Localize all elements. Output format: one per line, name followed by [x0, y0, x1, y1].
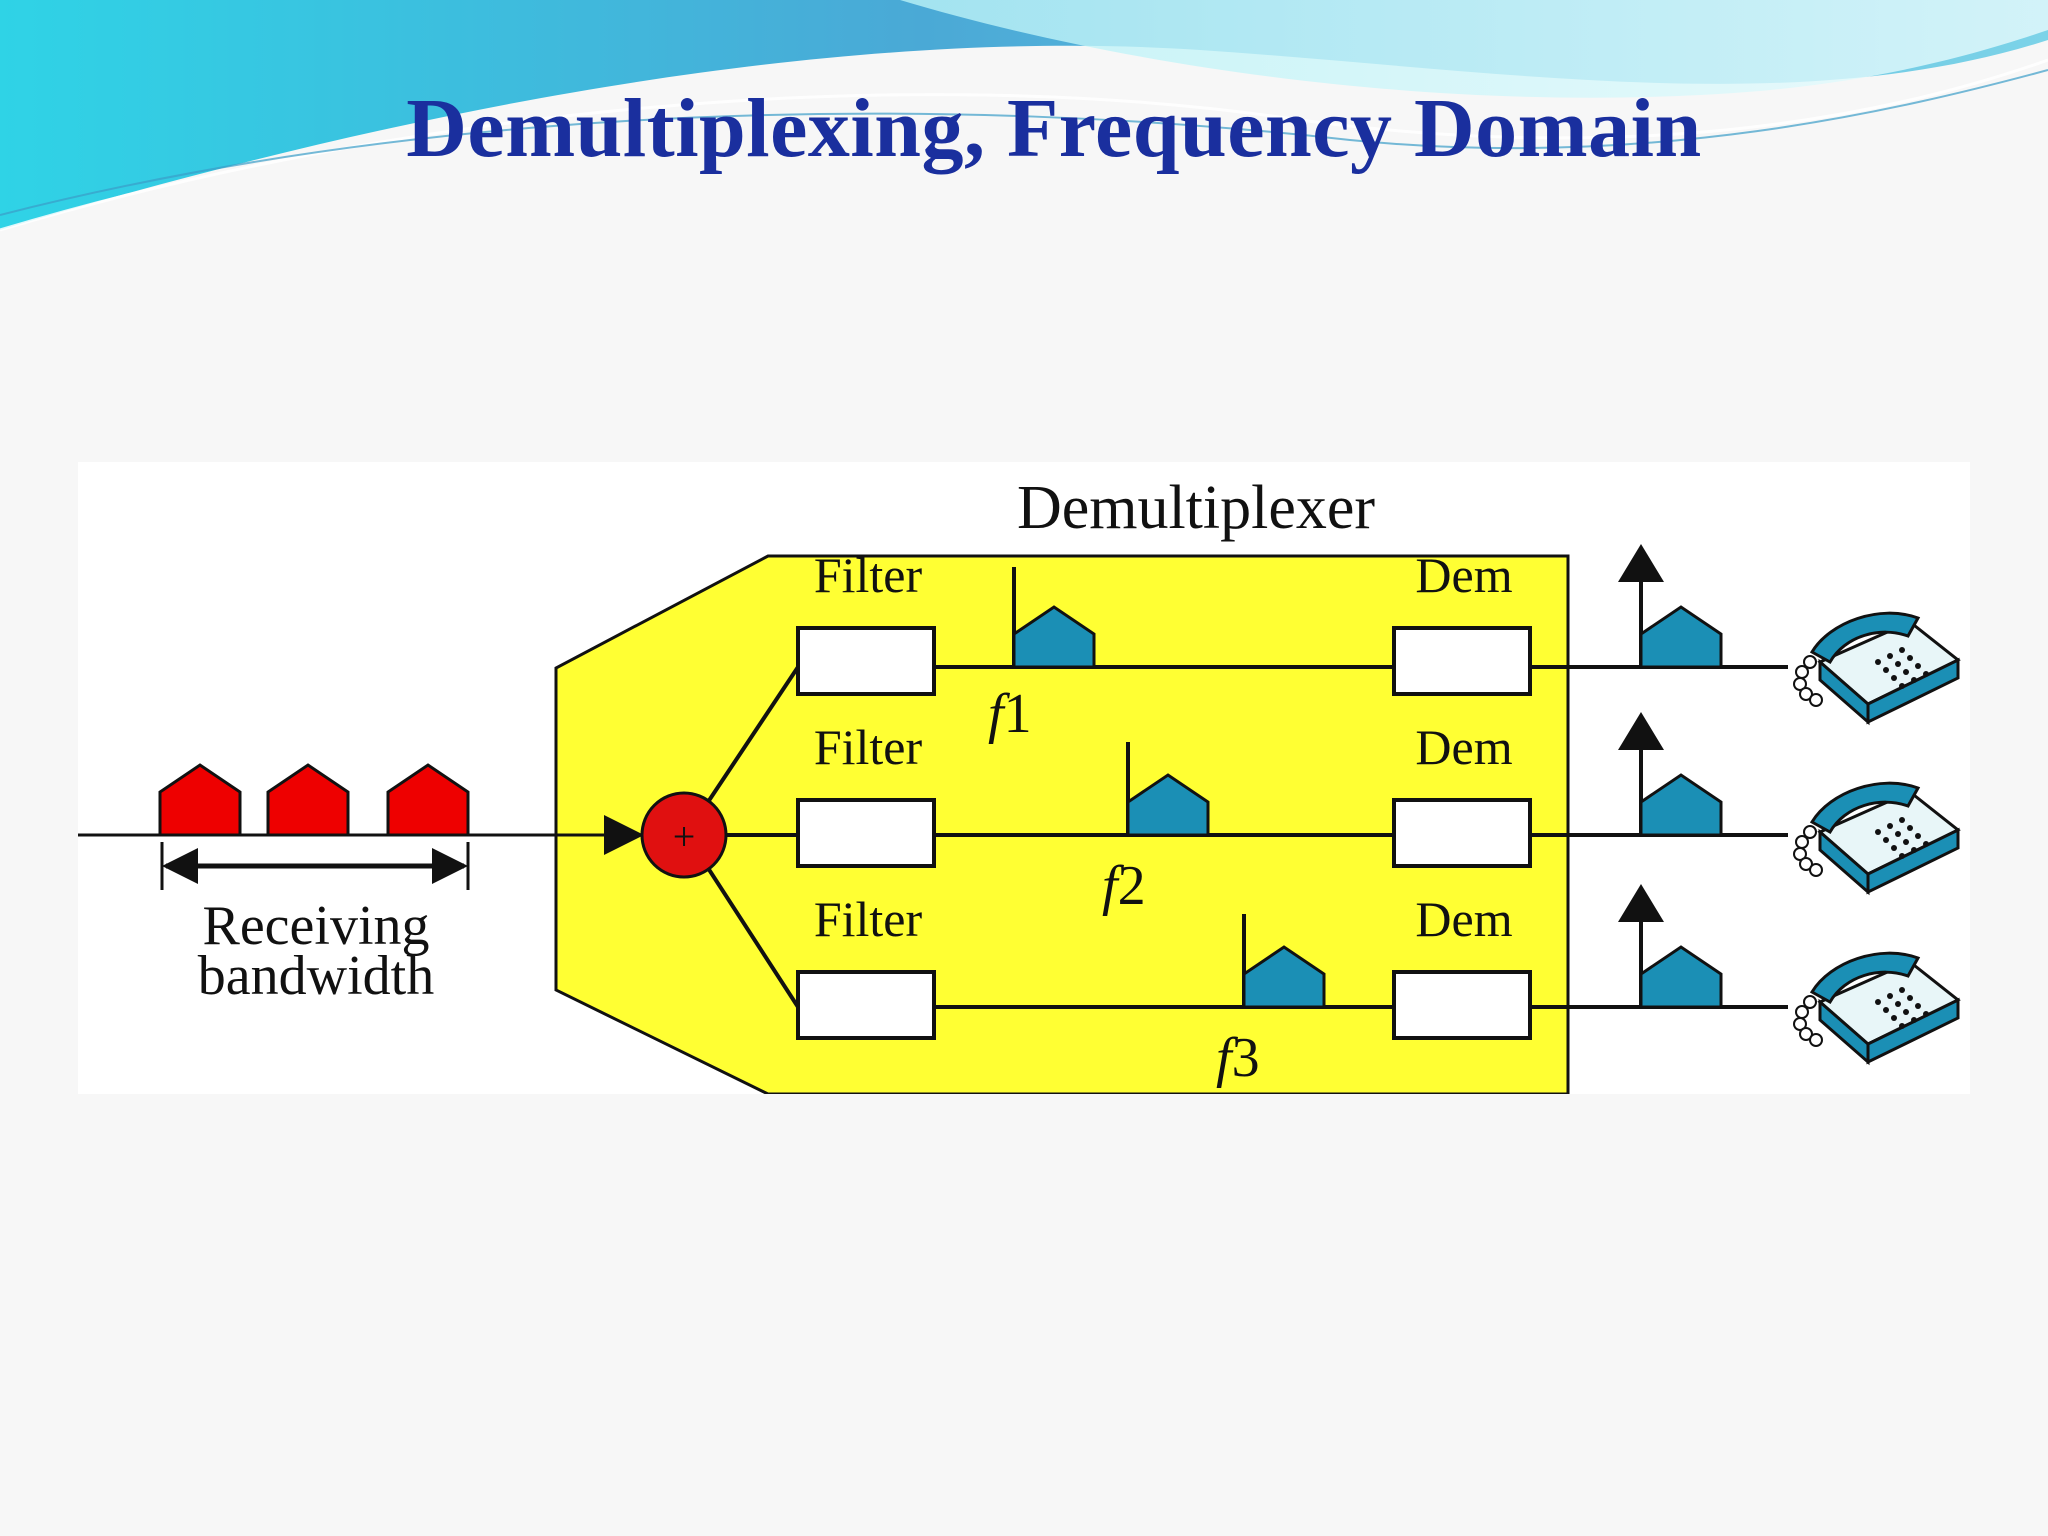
bandwidth-label: bandwidth — [198, 945, 434, 1007]
frequency-label-1: f1 — [988, 683, 1032, 745]
frequency-label-2: f2 — [1102, 855, 1146, 917]
channel-2: Filter f2 Dem — [796, 712, 1788, 917]
split-line-1 — [706, 665, 800, 804]
filter-box-2 — [796, 798, 936, 868]
demux-diagram: Demultiplexer Receiving bandwidth + Filt… — [78, 462, 1970, 1096]
dem-box-1 — [1392, 626, 1532, 696]
spectrum-icon — [1639, 605, 1723, 669]
bandwidth-arrow-left-head — [162, 848, 198, 884]
arrow-up-icon — [1618, 884, 1664, 922]
arrow-up-icon — [1618, 544, 1664, 582]
dem-box-2 — [1392, 798, 1532, 868]
demultiplexer-label: Demultiplexer — [1017, 474, 1375, 542]
bandwidth-arrow-right-head — [432, 848, 468, 884]
spectrum-icon — [1639, 945, 1723, 1009]
received-spectra — [158, 763, 470, 837]
dem-label-1: Dem — [1415, 547, 1512, 603]
filter-box-3 — [796, 970, 936, 1040]
filter-label-3: Filter — [814, 891, 923, 947]
channel-1: Filter f1 Dem — [796, 544, 1788, 745]
spectrum-icon — [1639, 773, 1723, 837]
filtered-spectrum-1 — [1012, 605, 1096, 669]
arrow-up-icon — [1618, 712, 1664, 750]
filtered-spectrum-3 — [1242, 945, 1326, 1009]
adder-symbol: + — [673, 814, 696, 859]
filter-label-2: Filter — [814, 719, 923, 775]
dem-box-3 — [1392, 970, 1532, 1040]
slide-title: Demultiplexing, Frequency Domain — [406, 82, 1702, 175]
channel-3: Filter f3 Dem — [796, 884, 1788, 1089]
filter-box-1 — [796, 626, 936, 696]
header-wave-banner — [0, 0, 2048, 232]
split-line-3 — [706, 866, 800, 1009]
received-spectrum-3 — [386, 763, 470, 837]
dem-label-3: Dem — [1415, 891, 1512, 947]
filter-label-1: Filter — [814, 547, 923, 603]
input-arrow — [604, 815, 644, 855]
received-spectrum-2 — [266, 763, 350, 837]
received-spectrum-1 — [158, 763, 242, 837]
frequency-label-3: f3 — [1216, 1027, 1260, 1089]
receiving-label: Receiving — [202, 895, 429, 957]
filtered-spectrum-2 — [1126, 773, 1210, 837]
dem-label-2: Dem — [1415, 719, 1512, 775]
